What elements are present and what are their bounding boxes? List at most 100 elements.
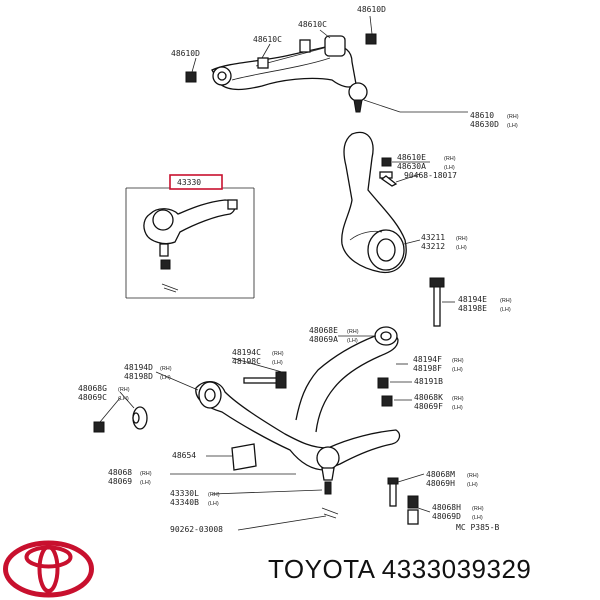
svg-text:(RH): (RH)	[472, 506, 484, 512]
callout-48610D-left: 48610D	[171, 49, 200, 58]
callout-48194F: 48194F (RH) 48198F (LH)	[413, 355, 464, 373]
svg-text:48194F: 48194F	[413, 355, 442, 364]
svg-text:(RH): (RH)	[347, 329, 359, 335]
callout-48610C-lower: 48610C	[253, 35, 282, 44]
callout-90262-03008: 90262-03008	[170, 525, 223, 534]
part-number: 4333039329	[381, 554, 532, 584]
svg-text:(LH): (LH)	[500, 307, 511, 313]
svg-text:48630D: 48630D	[470, 120, 499, 129]
svg-text:(LH): (LH)	[160, 375, 171, 381]
callout-48194D: 48194D (RH) 48198D (LH)	[124, 363, 172, 381]
svg-text:48069H: 48069H	[426, 479, 455, 488]
svg-text:48068H: 48068H	[432, 503, 461, 512]
svg-text:48069C: 48069C	[78, 393, 107, 402]
svg-text:(LH): (LH)	[140, 480, 151, 486]
callout-48068K: 48068K (RH) 48069F (LH)	[414, 393, 464, 411]
bolt-icon	[433, 285, 441, 327]
svg-text:90468-18017: 90468-18017	[404, 171, 457, 180]
callout-upper-arm-assy: 48610 (RH) 48630D (LH)	[470, 111, 519, 129]
callout-48194E: 48194E (RH) 48198E (LH)	[458, 295, 512, 313]
svg-text:(RH): (RH)	[160, 366, 172, 372]
svg-text:(RH): (RH)	[140, 471, 152, 477]
nut-icon	[93, 421, 105, 433]
svg-text:48610: 48610	[470, 111, 494, 120]
svg-text:(LH): (LH)	[467, 482, 478, 488]
svg-text:(LH): (LH)	[444, 165, 455, 171]
svg-text:(LH): (LH)	[208, 501, 219, 507]
svg-text:48191B: 48191B	[414, 377, 443, 386]
svg-text:48068: 48068	[108, 468, 132, 477]
svg-text:48198E: 48198E	[458, 304, 487, 313]
callout-48610E: 48610E (RH) 48630A (LH)	[397, 153, 456, 171]
svg-text:48069D: 48069D	[432, 512, 461, 521]
callout-90468-18017: 90468-18017	[404, 171, 457, 180]
nut-icon	[381, 395, 393, 407]
svg-text:(RH): (RH)	[452, 358, 464, 364]
svg-text:48630A: 48630A	[397, 162, 426, 171]
toyota-logo-icon	[3, 540, 94, 598]
svg-text:48610E: 48610E	[397, 153, 426, 162]
svg-text:(RH): (RH)	[507, 114, 519, 120]
callout-48610D-right: 48610D	[357, 5, 386, 14]
svg-text:MC P385-B: MC P385-B	[456, 523, 500, 532]
nut-icon	[381, 157, 392, 167]
svg-text:(LH): (LH)	[507, 123, 518, 129]
svg-text:48654: 48654	[172, 451, 196, 460]
nut-icon	[377, 377, 389, 389]
svg-text:48068G: 48068G	[78, 384, 107, 393]
svg-text:48068M: 48068M	[426, 470, 455, 479]
svg-text:48610D: 48610D	[171, 49, 200, 58]
diagram-code: MC P385-B	[456, 523, 500, 532]
callout-48654: 48654	[172, 451, 196, 460]
svg-text:48610D: 48610D	[357, 5, 386, 14]
svg-text:48610C: 48610C	[253, 35, 282, 44]
svg-text:(RH): (RH)	[467, 473, 479, 479]
callout-48191B: 48191B	[414, 377, 443, 386]
svg-text:43340B: 43340B	[170, 498, 199, 507]
svg-text:(RH): (RH)	[452, 396, 464, 402]
svg-text:(LH): (LH)	[272, 360, 283, 366]
svg-text:48194E: 48194E	[458, 295, 487, 304]
ball-joint-inset	[125, 187, 255, 299]
svg-text:48198F: 48198F	[413, 364, 442, 373]
svg-text:43330: 43330	[177, 178, 201, 187]
svg-text:48194C: 48194C	[232, 348, 261, 357]
nut-icon	[185, 71, 197, 83]
brand-name: TOYOTA	[268, 554, 375, 584]
svg-text:(LH): (LH)	[347, 338, 358, 344]
svg-text:(LH): (LH)	[452, 405, 463, 411]
footer-caption: TOYOTA 4333039329	[268, 554, 531, 585]
svg-text:48069A: 48069A	[309, 335, 338, 344]
bushing-icon	[132, 412, 140, 424]
svg-text:(RH): (RH)	[272, 351, 284, 357]
nut-icon	[365, 33, 377, 45]
bolt-icon	[389, 481, 397, 507]
svg-text:(RH): (RH)	[118, 387, 130, 393]
callout-48068H: 48068H (RH) 48069D (LH)	[432, 503, 484, 521]
svg-text:48198D: 48198D	[124, 372, 153, 381]
svg-text:(RH): (RH)	[456, 236, 468, 242]
callout-knuckle: 43211 (RH) 43212 (LH)	[421, 233, 468, 251]
svg-text:(LH): (LH)	[456, 245, 467, 251]
callout-48068: 48068 (RH) 48069 (LH)	[108, 468, 152, 486]
svg-text:48069: 48069	[108, 477, 132, 486]
bushing-icon	[231, 443, 257, 471]
callout-48068G: 48068G (RH) 48069C (LH)	[78, 384, 130, 402]
callout-43330L: 43330L (RH) 43340B (LH)	[170, 489, 220, 507]
svg-text:48069F: 48069F	[414, 402, 443, 411]
upper-control-arm	[211, 35, 368, 113]
svg-text:90262-03008: 90262-03008	[170, 525, 223, 534]
callout-48194C: 48194C (RH) 48198C (LH)	[232, 348, 284, 366]
svg-text:48198C: 48198C	[232, 357, 261, 366]
leader-lines	[99, 15, 468, 531]
svg-text:48194D: 48194D	[124, 363, 153, 372]
svg-text:43330L: 43330L	[170, 489, 199, 498]
svg-text:48068K: 48068K	[414, 393, 443, 402]
lower-control-arm	[195, 326, 401, 519]
svg-text:43212: 43212	[421, 242, 445, 251]
svg-text:(RH): (RH)	[208, 492, 220, 498]
svg-text:(LH): (LH)	[118, 396, 129, 402]
svg-text:48610C: 48610C	[298, 20, 327, 29]
steering-knuckle	[341, 131, 407, 274]
